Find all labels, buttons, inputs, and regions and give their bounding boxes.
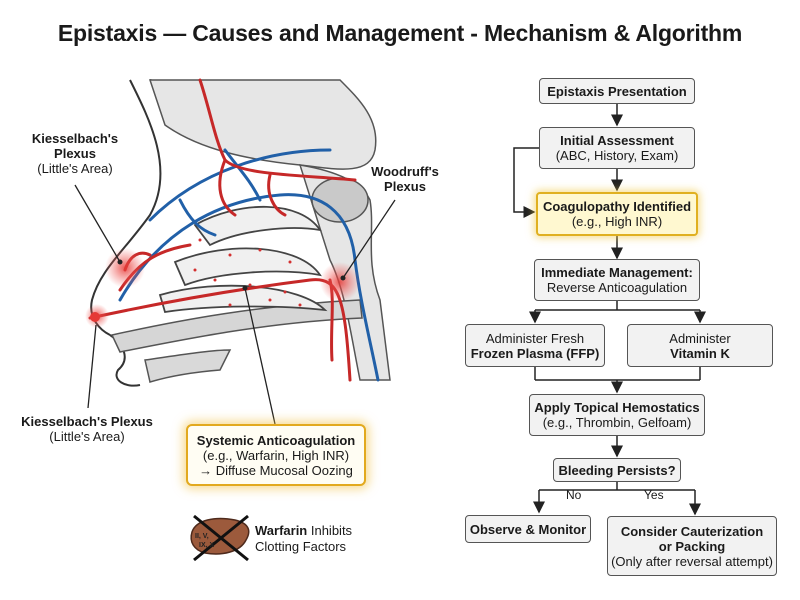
flow-epistaxis-presentation: Epistaxis Presentation	[539, 78, 695, 104]
kiesselbach-bleed-spot	[105, 248, 145, 288]
flow-observe-monitor: Observe & Monitor	[465, 515, 591, 543]
flow-coagulopathy-identified: Coagulopathy Identified (e.g., High INR)	[536, 192, 698, 236]
flow-topical-hemostatics: Apply Topical Hemostatics (e.g., Thrombi…	[529, 394, 705, 436]
flow-consider-cauterization: Consider Cauterization or Packing (Only …	[607, 516, 777, 576]
systemic-anticoagulation-callout: Systemic Anticoagulation (e.g., Warfarin…	[186, 424, 366, 486]
flow-bleeding-persists: Bleeding Persists?	[553, 458, 681, 482]
woodruff-label: Woodruff's Plexus	[371, 164, 439, 194]
liver-icon	[190, 514, 250, 562]
clotting-factor-text-a: II, V,	[195, 533, 209, 540]
flow-no-label: No	[566, 488, 582, 502]
kiesselbach-label-top: Kiesselbach's Plexus (Little's Area)	[31, 131, 119, 176]
flow-initial-assessment: Initial Assessment (ABC, History, Exam)	[539, 127, 695, 169]
flow-immediate-management: Immediate Management: Reverse Anticoagul…	[534, 259, 700, 301]
warfarin-note: Warfarin Inhibits Clotting Factors	[255, 523, 353, 554]
flow-administer-ffp: Administer Fresh Frozen Plasma (FFP)	[465, 324, 605, 367]
anterior-nose-drop	[90, 312, 100, 322]
woodruff-bleed-spot	[320, 262, 360, 302]
nasal-turbinates	[158, 205, 328, 314]
flow-yes-label: Yes	[644, 488, 664, 502]
leader-lines	[74, 184, 396, 425]
clotting-factor-text-b: IX, X	[199, 542, 215, 549]
kiesselbach-label-bottom: Kiesselbach's Plexus (Little's Area)	[21, 414, 153, 444]
page-title: Epistaxis — Causes and Management - Mech…	[57, 20, 743, 46]
flow-administer-vitamin-k: Administer Vitamin K	[627, 324, 773, 367]
